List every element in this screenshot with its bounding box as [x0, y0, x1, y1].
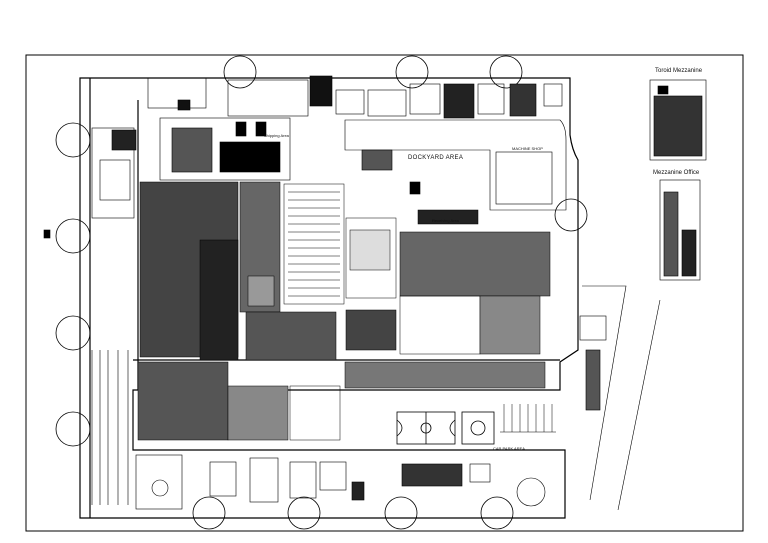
sheet-border: [25, 54, 744, 532]
grid-bubble: [554, 198, 588, 232]
grid-bubble: [384, 496, 418, 530]
grid-bubble: [55, 315, 91, 351]
toroid-mezzanine-title: Toroid Mezzanine: [655, 68, 703, 74]
toroid-mezzanine-plan: [649, 79, 707, 161]
dockyard-area-label: DOCKYARD AREA: [408, 155, 464, 161]
grid-bubble: [489, 55, 523, 89]
right-road: [579, 285, 661, 511]
grid-bubble: [287, 496, 321, 530]
dockyard: [344, 119, 567, 211]
grid-bubbles: [55, 55, 588, 530]
bottom-strip: [135, 454, 546, 510]
mezzanine-office-plan: [659, 179, 701, 281]
mezzanine-office-title: Mezzanine Office: [653, 170, 700, 176]
machine-shop-label: MACHINE SHOP: [512, 146, 543, 151]
car-park-stalls: [500, 404, 556, 433]
lower-block: [137, 361, 546, 441]
grid-bubble: [192, 496, 226, 530]
grid-bubble: [55, 122, 91, 158]
left-strip: [43, 127, 137, 505]
car-park-area-label: CAR PARK AREA: [493, 446, 525, 451]
production-floor: [139, 181, 345, 361]
grid-bubble: [55, 218, 91, 254]
shipping-area-label: Shipping Area: [264, 133, 289, 138]
shipping-block: [159, 117, 291, 181]
grid-bubble: [55, 411, 91, 447]
receiving-area: [345, 209, 551, 355]
production-racks: [288, 191, 340, 297]
receiving-area-label: Receiving Area: [432, 218, 459, 223]
grid-bubble: [395, 55, 429, 89]
grid-bubble: [223, 55, 257, 89]
top-strip: [147, 75, 563, 119]
sports-courts: [396, 411, 495, 445]
grid-bubble: [480, 496, 514, 530]
